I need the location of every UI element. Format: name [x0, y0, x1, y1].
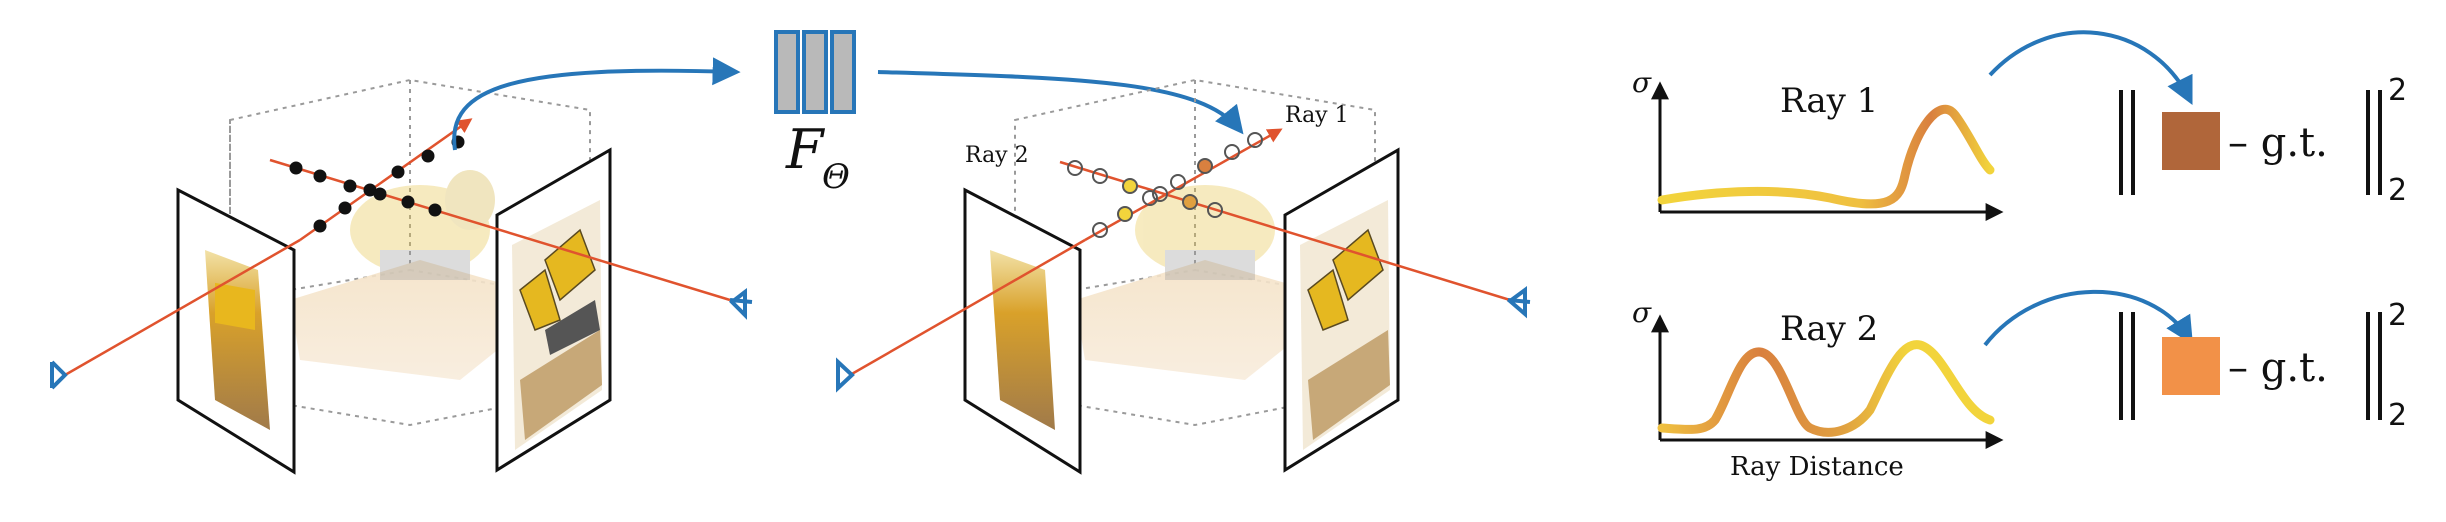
- camera-icon-mid-left: [836, 357, 855, 393]
- bulldozer-ghost: [350, 170, 495, 280]
- sample-points-mid: [1067, 132, 1263, 238]
- camera-plane-mid-left: [963, 187, 1082, 475]
- norm-power-top: 2: [2388, 73, 2407, 108]
- network-layer-2: [802, 30, 828, 114]
- ray-a: [299, 118, 473, 242]
- sigma-label-top: σ: [1632, 66, 1652, 99]
- ray-1-ext: [849, 238, 1086, 377]
- camera-icon-right: [728, 287, 753, 320]
- camera-plane-left: [176, 187, 296, 475]
- ray-1-label-mid: Ray 1: [1285, 103, 1349, 128]
- middle-scene: Ray 1 Ray 2: [836, 78, 1531, 475]
- ray-1-mid: [1084, 128, 1283, 242]
- arrow-to-network: [452, 57, 741, 151]
- ray-a-extension: [64, 238, 301, 377]
- rendered-color-bottom: [2162, 337, 2220, 395]
- scene-floor-mid: [1075, 260, 1345, 380]
- sample-points-left: [289, 135, 465, 233]
- arrow-loss-bottom: [1983, 289, 2193, 347]
- network-layer-3: [830, 30, 856, 114]
- ray-2-label-mid: Ray 2: [965, 143, 1029, 168]
- network-layer-1: [774, 30, 800, 114]
- plot-bottom: σ Ray 2 Ray Distance: [1632, 296, 2004, 482]
- plot-bottom-title: Ray 2: [1780, 309, 1878, 349]
- rendered-color-top: [2162, 112, 2220, 170]
- gt-label-bottom: – g.t.: [2228, 345, 2328, 391]
- x-axis-label: Ray Distance: [1730, 452, 1904, 482]
- left-scene: [50, 78, 753, 475]
- loss-top: – g.t. 2 2: [1988, 30, 2407, 208]
- network-block: F Θ: [452, 30, 1244, 197]
- arrow-from-network: [877, 70, 1244, 135]
- sigma-label-bottom: σ: [1632, 296, 1652, 329]
- loss-bottom: – g.t. 2 2: [1983, 289, 2407, 433]
- camera-icon-mid-right: [1506, 286, 1531, 319]
- plot-top: σ Ray 1: [1632, 66, 2004, 221]
- arrow-loss-top: [1988, 30, 2193, 106]
- bulldozer-ghost-mid: [1135, 185, 1275, 280]
- norm-sub-bottom: 2: [2388, 398, 2407, 433]
- network-subscript: Θ: [822, 157, 850, 197]
- camera-icon-left: [50, 360, 68, 390]
- camera-plane-right: [495, 147, 612, 473]
- density-curve-ray-1: [1657, 104, 1995, 209]
- gt-label-top: – g.t.: [2228, 120, 2328, 166]
- scene-floor: [290, 260, 560, 380]
- camera-plane-mid-right: [1283, 147, 1400, 473]
- plot-top-title: Ray 1: [1780, 81, 1878, 121]
- norm-sub-top: 2: [2388, 173, 2407, 208]
- density-curve-ray-2: [1657, 340, 1995, 437]
- network-symbol: F: [785, 118, 826, 181]
- norm-power-bottom: 2: [2388, 298, 2407, 333]
